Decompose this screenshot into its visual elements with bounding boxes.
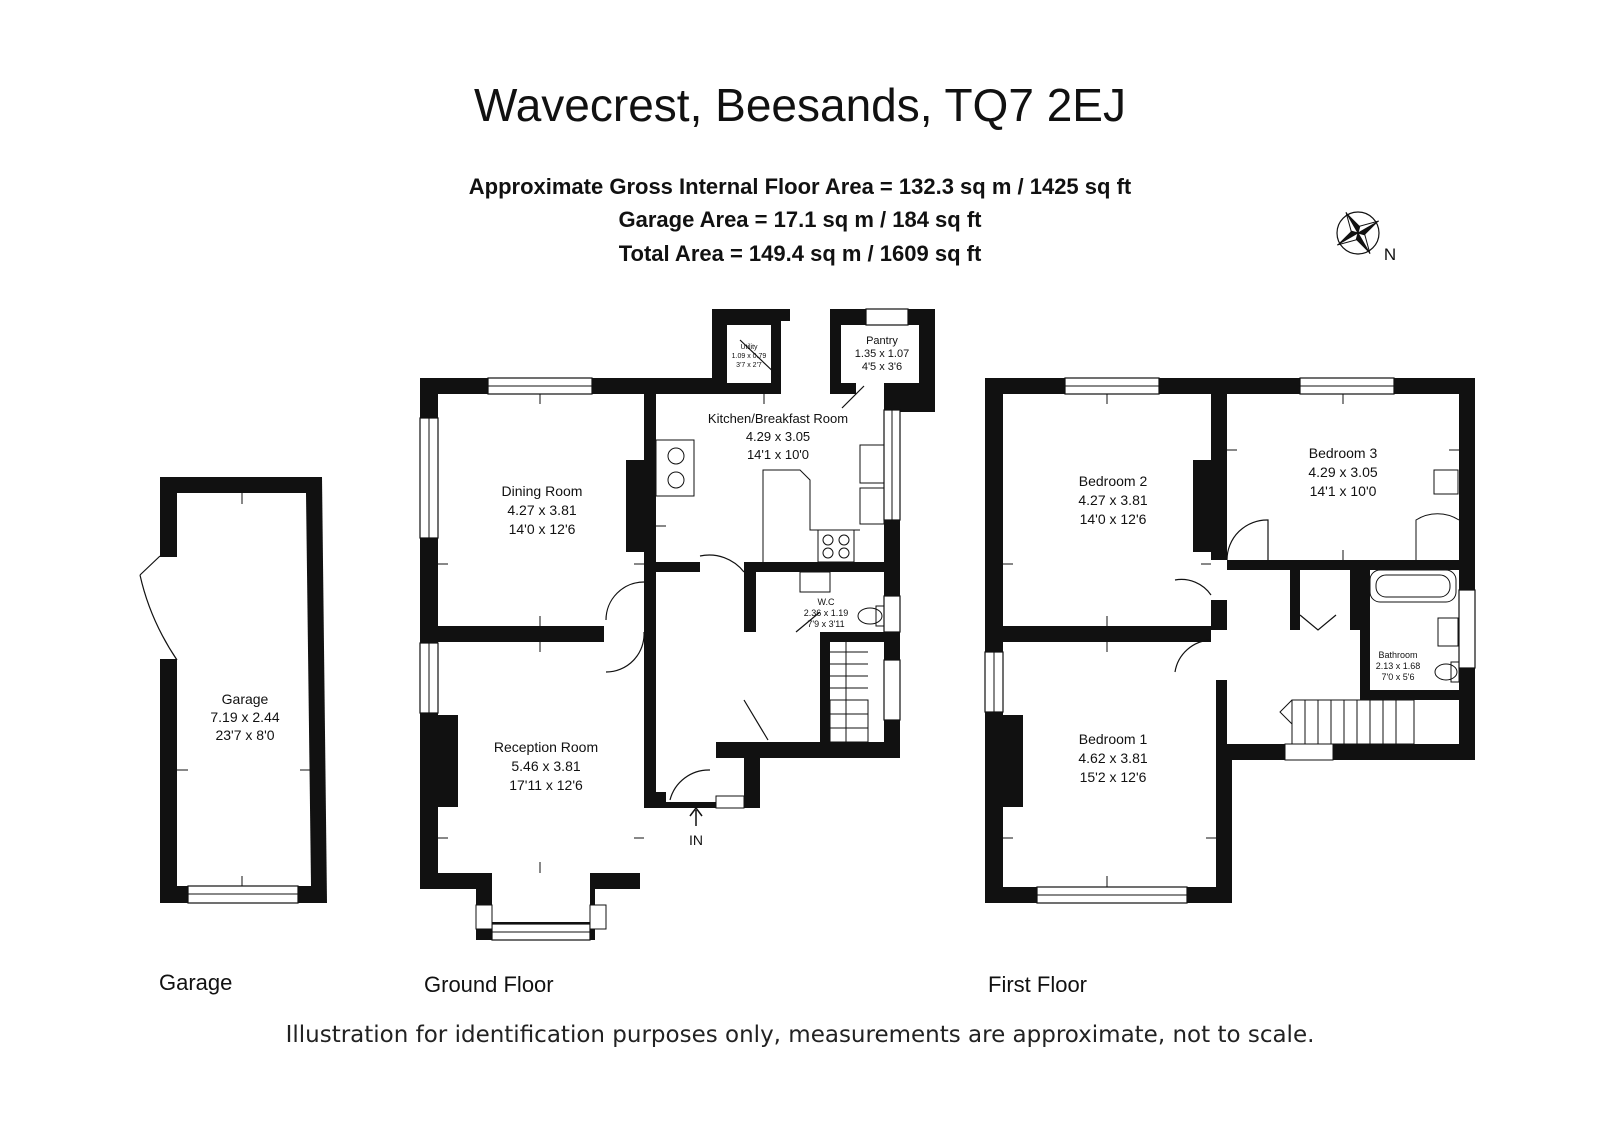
entrance-arrow-icon (689, 806, 703, 826)
kitchen-room-imperial: 14'1 x 10'0 (747, 447, 809, 462)
reception-room-name: Reception Room (494, 739, 598, 755)
garage-floor-label: Garage (159, 970, 233, 995)
dining-room-imperial: 14'0 x 12'6 (509, 521, 576, 537)
bedroom2-name: Bedroom 2 (1079, 473, 1148, 489)
first-floor-label: First Floor (988, 972, 1087, 997)
utility-room-name: Utility (740, 344, 758, 351)
pantry-room-imperial: 4'5 x 3'6 (862, 361, 902, 373)
garage-plan (139, 477, 327, 904)
bathroom-metric: 2.13 x 1.68 (1376, 661, 1421, 671)
utility-room-metric: 1.09 x 0.79 (732, 353, 767, 360)
utility-room-imperial: 3'7 x 2'7 (736, 362, 762, 369)
kitchen-room-name: Kitchen/Breakfast Room (708, 411, 848, 426)
bedroom2-metric: 4.27 x 3.81 (1078, 492, 1147, 508)
bedroom1-name: Bedroom 1 (1079, 731, 1148, 747)
bedroom2-imperial: 14'0 x 12'6 (1080, 511, 1147, 527)
bedroom3-name: Bedroom 3 (1309, 445, 1378, 461)
wc-room-metric: 2.36 x 1.19 (804, 608, 849, 618)
dining-room-name: Dining Room (502, 483, 583, 499)
entrance-label: IN (689, 832, 703, 848)
bedroom3-imperial: 14'1 x 10'0 (1310, 483, 1377, 499)
bedroom1-metric: 4.62 x 3.81 (1078, 750, 1147, 766)
garage-area: Garage Area = 17.1 sq m / 184 sq ft (618, 207, 982, 232)
bathroom-name: Bathroom (1378, 650, 1417, 660)
property-title: Wavecrest, Beesands, TQ7 2EJ (474, 79, 1126, 131)
compass-north-label: N (1384, 245, 1396, 264)
first-floor-plan (984, 377, 1476, 904)
pantry-room-metric: 1.35 x 1.07 (855, 348, 909, 360)
kitchen-room-metric: 4.29 x 3.05 (746, 429, 810, 444)
dining-room-metric: 4.27 x 3.81 (507, 502, 576, 518)
bathroom-imperial: 7'0 x 5'6 (1382, 672, 1415, 682)
wc-room-name: W.C (818, 597, 835, 607)
disclaimer-text: Illustration for identification purposes… (285, 1022, 1315, 1048)
ground-floor-label: Ground Floor (424, 972, 554, 997)
bedroom3-metric: 4.29 x 3.05 (1308, 464, 1377, 480)
garage-room-metric: 7.19 x 2.44 (210, 709, 279, 725)
garage-room-imperial: 23'7 x 8'0 (215, 727, 274, 743)
reception-room-metric: 5.46 x 3.81 (511, 758, 580, 774)
reception-room-imperial: 17'11 x 12'6 (509, 777, 583, 793)
pantry-room-name: Pantry (866, 335, 898, 347)
compass-rose-icon (1336, 211, 1380, 255)
wc-room-imperial: 7'9 x 3'11 (807, 619, 844, 629)
ground-floor-plan (419, 308, 935, 941)
garage-room-name: Garage (222, 691, 269, 707)
bedroom1-imperial: 15'2 x 12'6 (1080, 769, 1147, 785)
internal-floor-area: Approximate Gross Internal Floor Area = … (468, 174, 1132, 199)
total-area: Total Area = 149.4 sq m / 1609 sq ft (618, 241, 982, 266)
